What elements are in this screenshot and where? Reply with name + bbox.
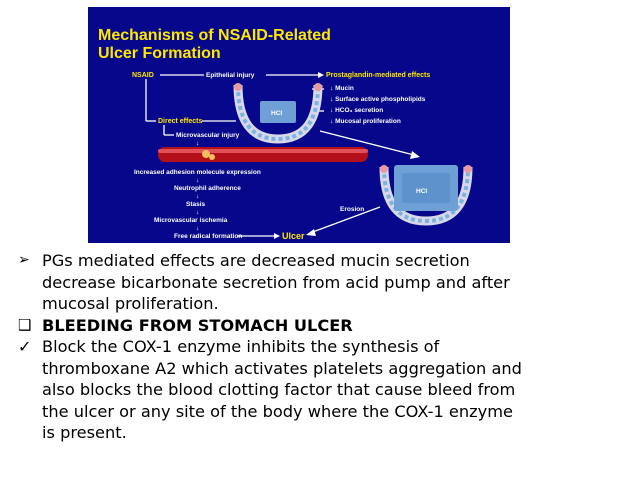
adhesion-label: Increased adhesion molecule expression xyxy=(134,169,261,176)
bullet-marker-icon: ➢ xyxy=(18,252,30,268)
mucosal-prolif-label: ↓ Mucosal proliferation xyxy=(330,118,401,125)
free-radical-label: Free radical formation xyxy=(174,233,242,240)
nsaid-ulcer-diagram: Mechanisms of NSAID-Related Ulcer Format… xyxy=(88,7,510,243)
bullet-line: Block the COX-1 enzyme inhibits the synt… xyxy=(42,337,440,356)
hcl-label-1: HCl xyxy=(271,110,282,117)
hco3-label: ↓ HCO₃ secretion xyxy=(330,107,383,114)
pg-effects-label: Prostaglandin-mediated effects xyxy=(326,72,430,79)
down-arrow-2: ↓ xyxy=(196,177,199,184)
diagram-svg: Mechanisms of NSAID-Related Ulcer Format… xyxy=(98,27,473,241)
arrowhead-pg xyxy=(318,72,324,78)
bullet-line: PGs mediated effects are decreased mucin… xyxy=(42,251,470,270)
bullet-marker-icon: ✓ xyxy=(18,337,32,356)
blood-vessel xyxy=(158,147,368,162)
bullet-line: the ulcer or any site of the body where … xyxy=(42,401,513,421)
down-arrow-4: ↓ xyxy=(196,209,199,216)
down-arrow-1: ↓ xyxy=(196,140,199,147)
ulcer-label: Ulcer xyxy=(282,231,305,241)
down-arrow-5: ↓ xyxy=(196,225,199,232)
arrow-to-cells-2 xyxy=(319,130,415,156)
phospholipids-label: ↓ Surface active phospholipids xyxy=(330,96,426,103)
bullet-item: ✓ Block the COX-1 enzyme inhibits the syn… xyxy=(16,336,626,444)
bullet-line: is present. xyxy=(42,423,127,442)
bullet-line: decrease bicarbonate secretion from acid… xyxy=(42,272,510,292)
arrow-erosion xyxy=(309,206,381,234)
epithelial-cells-1 xyxy=(233,83,323,144)
microvascular-injury-label: Microvascular injury xyxy=(176,132,240,139)
stasis-label: Stasis xyxy=(186,201,206,208)
bullet-line: also blocks the blood clotting factor th… xyxy=(42,380,516,399)
slide-text: ➢ PGs mediated effects are decreased muci… xyxy=(16,250,626,444)
epithelial-injury-label: Epithelial injury xyxy=(206,72,255,79)
diagram-title-line1: Mechanisms of NSAID-Related xyxy=(98,27,331,44)
mucin-label: ↓ Mucin xyxy=(330,85,354,92)
hcl-label-2: HCl xyxy=(416,188,427,195)
bullet-item: ➢ PGs mediated effects are decreased muci… xyxy=(16,250,626,315)
nsaid-label: NSAID xyxy=(132,72,154,79)
bullet-marker-icon: ❑ xyxy=(18,315,32,334)
bullet-line: mucosal proliferation. xyxy=(42,294,219,313)
erosion-label: Erosion xyxy=(340,206,364,213)
bullet-line: BLEEDING FROM STOMACH ULCER xyxy=(42,315,353,335)
diagram-title-line2: Ulcer Formation xyxy=(98,45,221,62)
neutrophil-label: Neutrophil adherence xyxy=(174,185,241,192)
down-arrow-3: ↓ xyxy=(196,193,199,200)
epithelial-cells-2 xyxy=(379,165,473,226)
direct-effects-label: Direct effects xyxy=(158,118,202,125)
bullet-item: ❑ BLEEDING FROM STOMACH ULCER xyxy=(16,315,626,337)
bullet-line: thromboxane A2 which activates platelets… xyxy=(42,358,522,378)
ischemia-label: Microvascular ischemia xyxy=(154,217,228,224)
